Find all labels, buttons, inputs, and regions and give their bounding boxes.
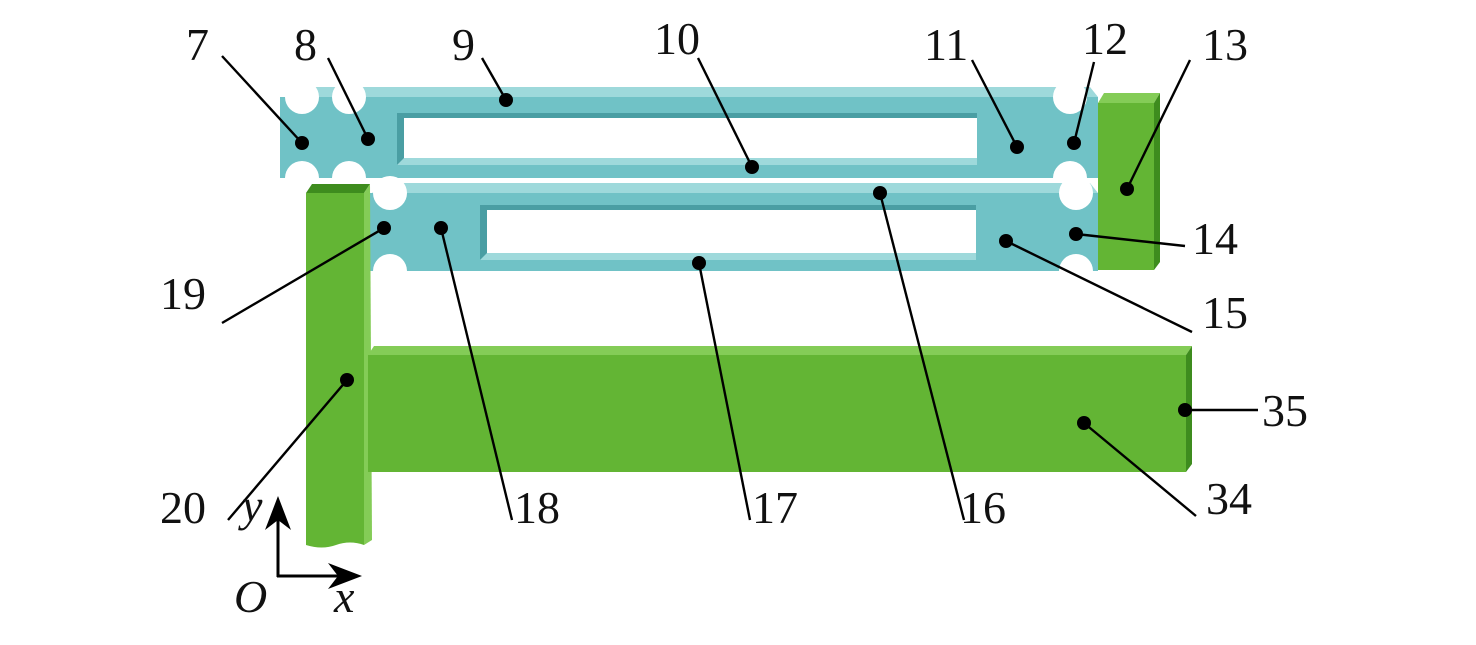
upper-slot — [397, 113, 977, 165]
dot-16 — [873, 186, 887, 200]
hinge-notch-8-top — [332, 80, 366, 114]
label-14: 14 — [1192, 213, 1238, 264]
leader-lines — [221, 55, 1258, 521]
coordinate-axes: y x O — [234, 480, 362, 622]
hinge-notch-14-top — [1059, 176, 1093, 210]
dot-19 — [377, 221, 391, 235]
label-10: 10 — [654, 13, 700, 64]
label-34: 34 — [1206, 473, 1252, 524]
label-11: 11 — [924, 19, 968, 70]
dot-14 — [1069, 227, 1083, 241]
label-17: 17 — [752, 482, 798, 533]
dot-15 — [999, 234, 1013, 248]
upper-slot-bottom-lip — [397, 158, 977, 165]
lower-slot — [480, 205, 976, 260]
left-column-front — [306, 193, 364, 548]
dot-34 — [1077, 416, 1091, 430]
dot-17 — [692, 256, 706, 270]
label-7: 7 — [186, 19, 209, 70]
hinge-notch-19-bottom — [373, 254, 407, 288]
dot-10 — [745, 160, 759, 174]
dot-12 — [1067, 136, 1081, 150]
label-15: 15 — [1202, 287, 1248, 338]
label-13: 13 — [1202, 19, 1248, 70]
dot-18 — [434, 221, 448, 235]
right-block-top — [1098, 93, 1160, 103]
hinge-notch-7-top — [285, 80, 319, 114]
y-axis-label: y — [238, 480, 263, 531]
label-8: 8 — [294, 19, 317, 70]
dot-20 — [340, 373, 354, 387]
x-axis-arrowhead — [328, 563, 362, 589]
dot-7 — [295, 136, 309, 150]
label-20: 20 — [160, 482, 206, 533]
lower-flexure-beam — [368, 176, 1098, 288]
left-green-column — [306, 184, 372, 548]
dot-13 — [1120, 182, 1134, 196]
large-bar-top — [368, 346, 1192, 355]
large-green-bar — [368, 346, 1192, 472]
right-block-side — [1154, 93, 1160, 270]
hinge-notch-14-bottom — [1059, 254, 1093, 288]
hinge-notch-11-top — [1053, 80, 1087, 114]
right-green-block — [1098, 93, 1160, 270]
origin-label: O — [234, 571, 267, 622]
upper-flexure-beam — [280, 80, 1098, 195]
x-axis-label: x — [333, 571, 355, 622]
lower-slot-bottom-lip — [480, 253, 976, 260]
upper-beam-top-face — [286, 87, 1098, 97]
large-bar-front — [368, 355, 1186, 472]
part-labels: 7 8 9 10 11 12 13 14 15 16 17 18 19 20 3… — [160, 13, 1308, 533]
label-12: 12 — [1082, 13, 1128, 64]
hinge-notch-19-top — [373, 176, 407, 210]
label-35: 35 — [1262, 385, 1308, 436]
dot-8 — [361, 132, 375, 146]
left-column-top — [306, 184, 370, 193]
label-9: 9 — [452, 19, 475, 70]
label-16: 16 — [960, 482, 1006, 533]
dot-35 — [1178, 403, 1192, 417]
dot-9 — [499, 93, 513, 107]
y-axis-arrowhead — [265, 496, 291, 530]
label-19: 19 — [160, 268, 206, 319]
lower-beam-top-face — [372, 183, 1098, 193]
dot-11 — [1010, 140, 1024, 154]
label-18: 18 — [514, 482, 560, 533]
reference-dots — [295, 93, 1192, 430]
